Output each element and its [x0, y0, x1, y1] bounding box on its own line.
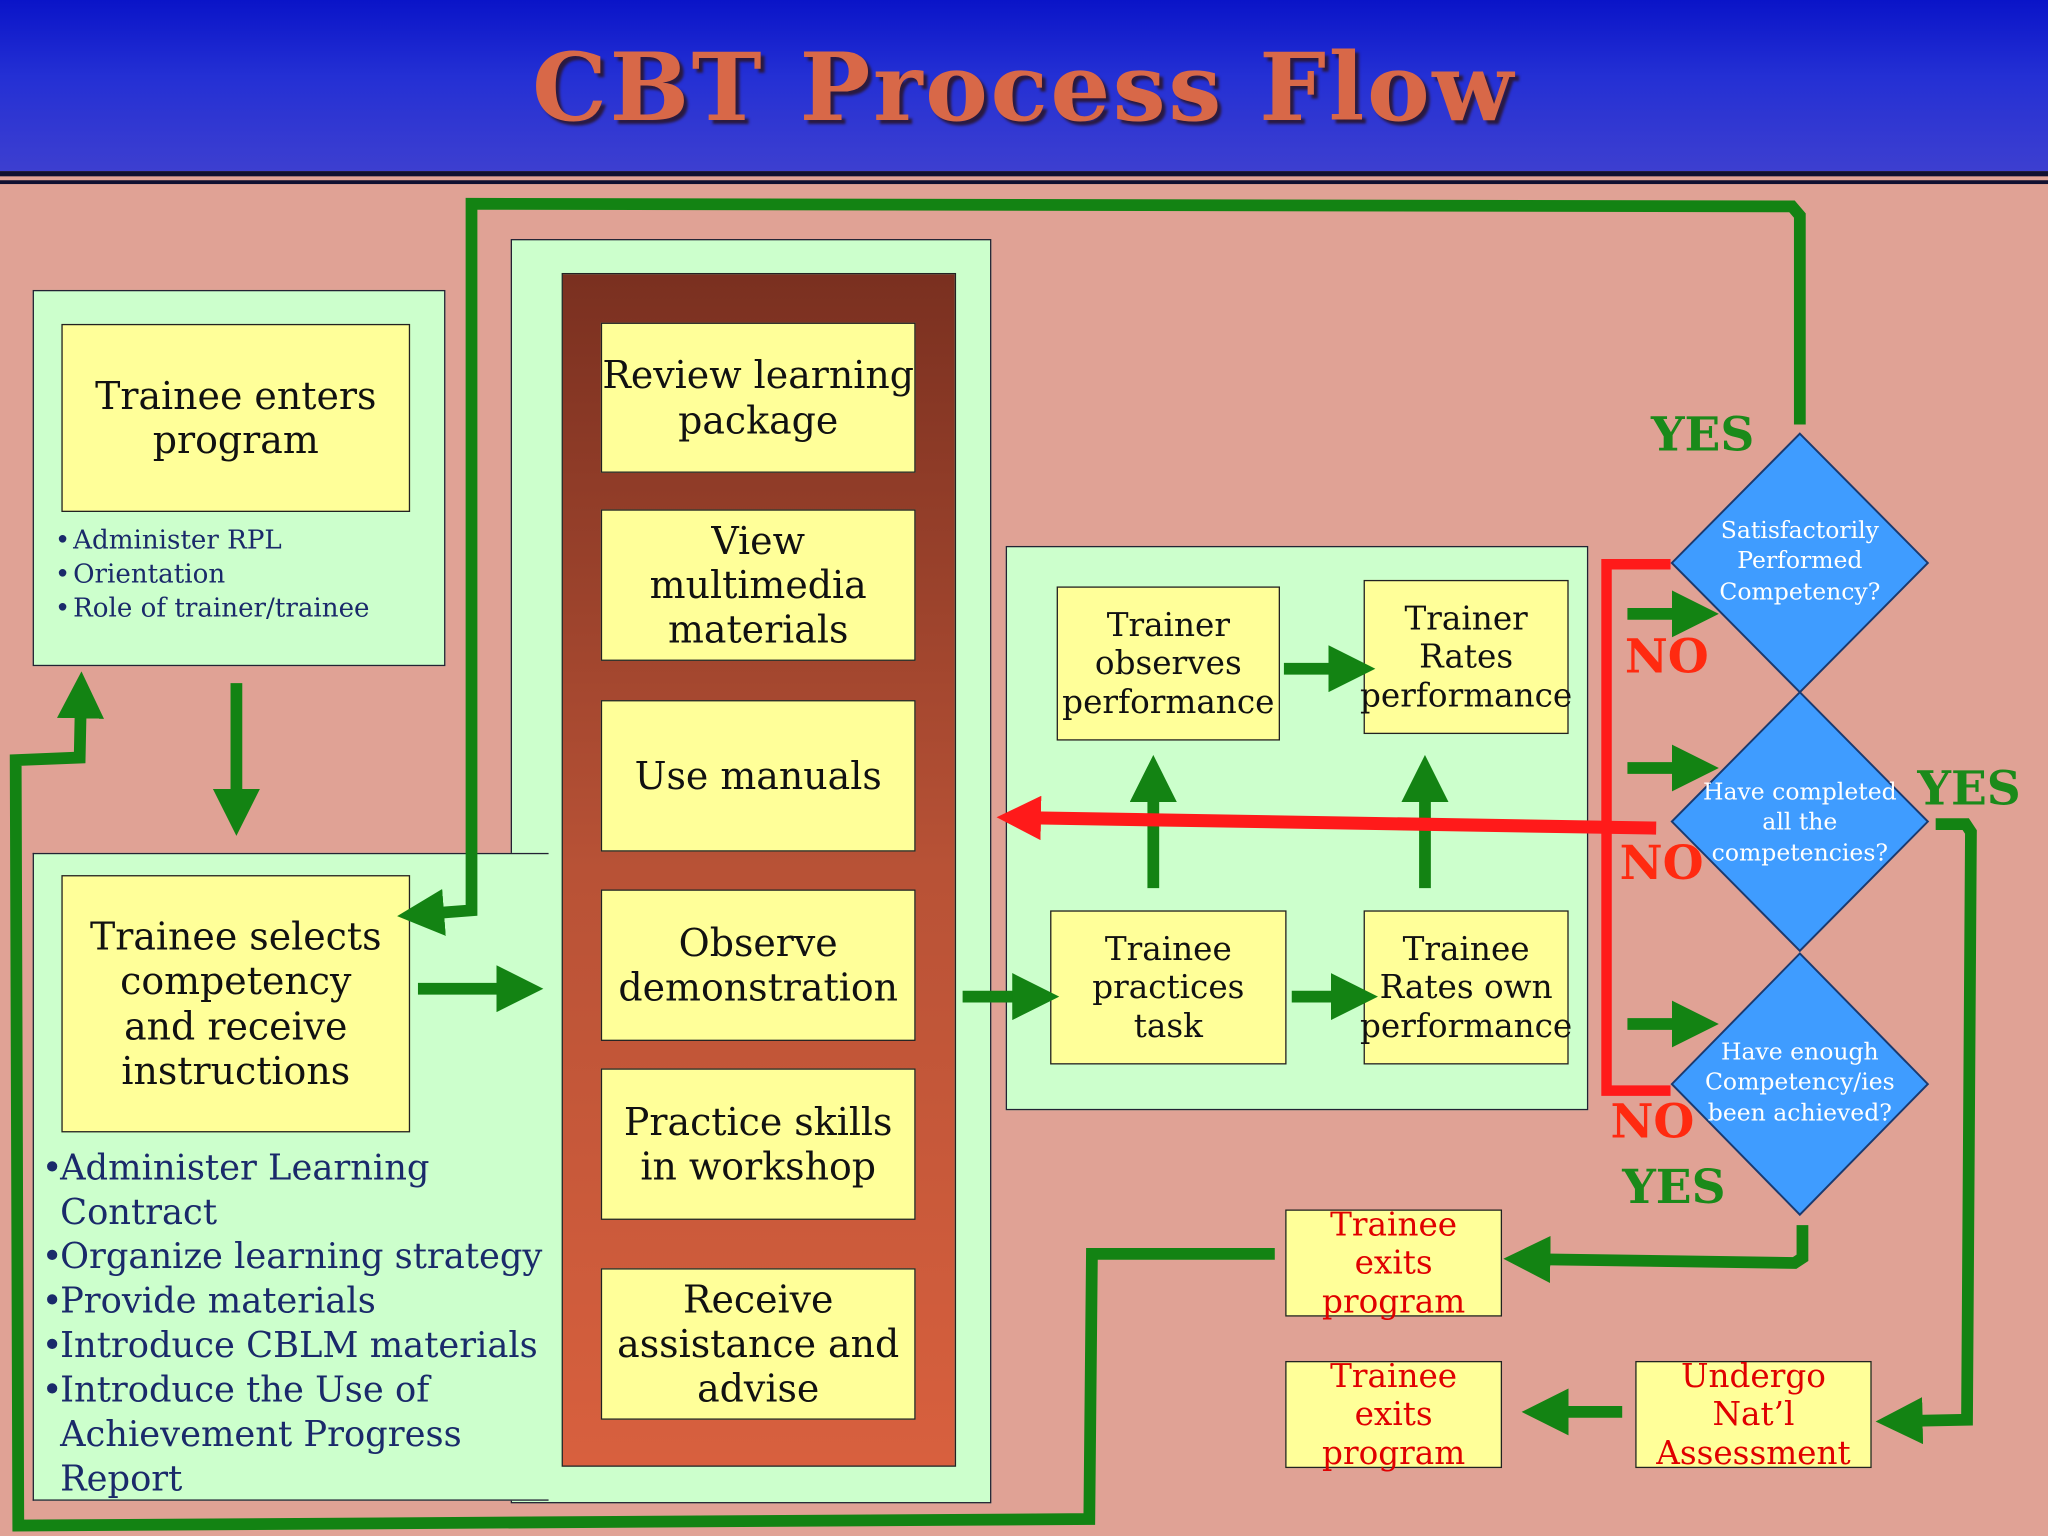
no-label-2: NO [1619, 835, 1704, 891]
diamond-1-question: Satisfactorily Performed Competency? [1719, 517, 1881, 606]
box-label: Trainer Rates performance [1359, 599, 1573, 715]
box-label: Trainee enters program [95, 373, 377, 463]
list-item: Administer RPL [52, 522, 369, 556]
view-multimedia-box: View multimedia materials [600, 509, 916, 661]
box-label: Trainee exits program [1322, 1356, 1466, 1472]
national-assessment-box: Undergo Nat’l Assessment [1635, 1357, 1872, 1472]
yes-label-1: YES [1650, 407, 1755, 463]
trainee-exits-box-1: Trainee exits program [1285, 1205, 1503, 1320]
loop-arrow-top [397, 197, 1806, 936]
list-item: Orientation [52, 556, 369, 590]
no-label-3: NO [1610, 1094, 1695, 1150]
trainee-selects-box: Trainee selects competency and receive i… [61, 875, 411, 1133]
list-item: Introduce CBLM materials [39, 1324, 561, 1368]
header-band [0, 0, 2048, 172]
arrow-no-back-to-column [996, 795, 1657, 841]
box-label: Trainee selects competency and receive i… [89, 914, 382, 1093]
review-package-box: Review learning package [600, 322, 916, 473]
header-divider [0, 180, 2048, 185]
list-item: Introduce the Use of Achievement Progres… [39, 1369, 465, 1502]
practice-workshop-box: Practice skills in workshop [600, 1068, 916, 1220]
trainee-exits-box-2: Trainee exits program [1285, 1357, 1503, 1472]
enter-bullet-list: Administer RPL Orientation Role of train… [52, 522, 370, 624]
box-label: Trainee exits program [1322, 1205, 1466, 1321]
box-label: Use manuals [634, 753, 882, 798]
loop-arrow-bottom [9, 671, 1275, 1532]
list-item: Administer Learning Contract [39, 1147, 561, 1236]
list-item: Provide materials [39, 1280, 561, 1324]
yes-label-2: YES [1917, 761, 2021, 817]
box-label: Trainee Rates own performance [1359, 929, 1573, 1045]
box-label: Undergo Nat’l Assessment [1656, 1356, 1851, 1472]
trainee-enters-box: Trainee enters program [61, 323, 411, 512]
box-label: Trainer observes performance [1062, 605, 1275, 721]
list-item: Organize learning strategy [39, 1236, 561, 1280]
arrow-diamond2-to-assessment [1875, 818, 1977, 1445]
box-label: Review learning package [602, 353, 915, 443]
trainee-practices-box: Trainee practices task [1050, 910, 1287, 1065]
box-label: Practice skills in workshop [623, 1099, 893, 1189]
receive-assistance-box: Receive assistance and advise [600, 1268, 916, 1420]
observe-demonstration-box: Observe demonstration [600, 889, 916, 1041]
diamond-2-question: Have completed all the competencies? [1702, 778, 1897, 867]
trainer-rates-box: Trainer Rates performance [1360, 579, 1572, 735]
diamond-3-question: Have enough Competency/ies been achieved… [1704, 1038, 1895, 1127]
no-label-1: NO [1624, 629, 1709, 685]
header-divider [0, 171, 2048, 177]
box-label: View multimedia materials [649, 518, 867, 652]
trainer-observes-box: Trainer observes performance [1056, 586, 1280, 741]
box-label: Trainee practices task [1092, 929, 1245, 1045]
box-label: Observe demonstration [618, 920, 899, 1010]
box-label: Receive assistance and advise [617, 1276, 900, 1411]
slide-title: CBT Process Flow [532, 31, 1516, 143]
select-bullet-list: Administer Learning Contract Organize le… [39, 1147, 561, 1502]
yes-label-3: YES [1622, 1159, 1726, 1215]
list-item: Role of trainer/trainee [52, 590, 370, 624]
use-manuals-box: Use manuals [600, 700, 916, 852]
arrow-diamond3-to-exit [1503, 1225, 1809, 1283]
